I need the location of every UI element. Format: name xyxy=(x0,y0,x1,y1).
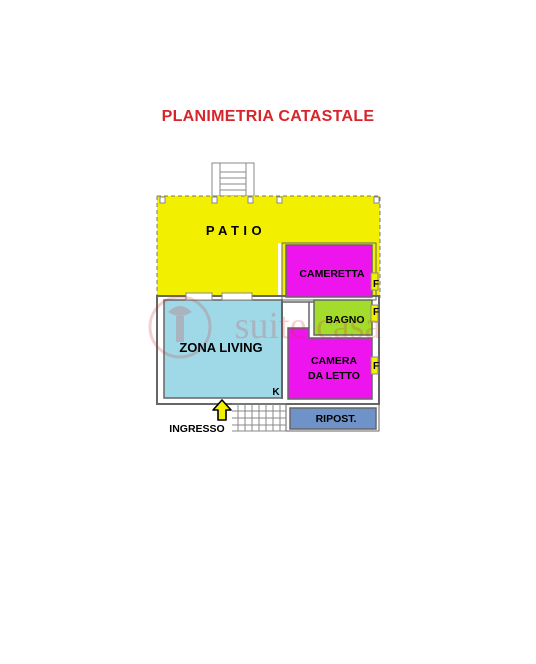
window-marker-1 xyxy=(370,272,379,291)
entrance-steps xyxy=(232,403,286,432)
label-patio: PATIO xyxy=(206,223,266,238)
watermark xyxy=(148,295,212,359)
window-marker-2 xyxy=(370,304,379,323)
watermark-logo-icon xyxy=(148,295,212,359)
label-ripostiglio: RIPOST. xyxy=(316,413,357,425)
label-zona-living: ZONA LIVING xyxy=(179,340,262,355)
watermark-text: suite casa xyxy=(235,305,382,347)
patio-boundary xyxy=(157,195,381,298)
label-cameretta: CAMERETTA xyxy=(299,268,365,280)
label-camera-line2: DA LETTO xyxy=(308,370,360,382)
bagno-room xyxy=(313,299,373,336)
entrance-arrow-icon xyxy=(212,399,232,421)
cameretta-room xyxy=(285,244,373,298)
label-ingresso: INGRESSO xyxy=(169,423,224,435)
label-bagno: BAGNO xyxy=(325,314,364,326)
marker-f-2: F xyxy=(373,307,379,318)
plan-title: PLANIMETRIA CATASTALE xyxy=(161,108,375,125)
label-camera-line1: CAMERA xyxy=(311,355,357,367)
living-room xyxy=(164,300,282,398)
label-kitchen: K xyxy=(272,387,280,398)
stairs-top xyxy=(211,162,255,197)
marker-f-1: F xyxy=(373,279,379,290)
window-marker-3 xyxy=(370,356,379,375)
marker-f-3: F xyxy=(373,361,379,372)
ripostiglio-room xyxy=(289,407,377,430)
